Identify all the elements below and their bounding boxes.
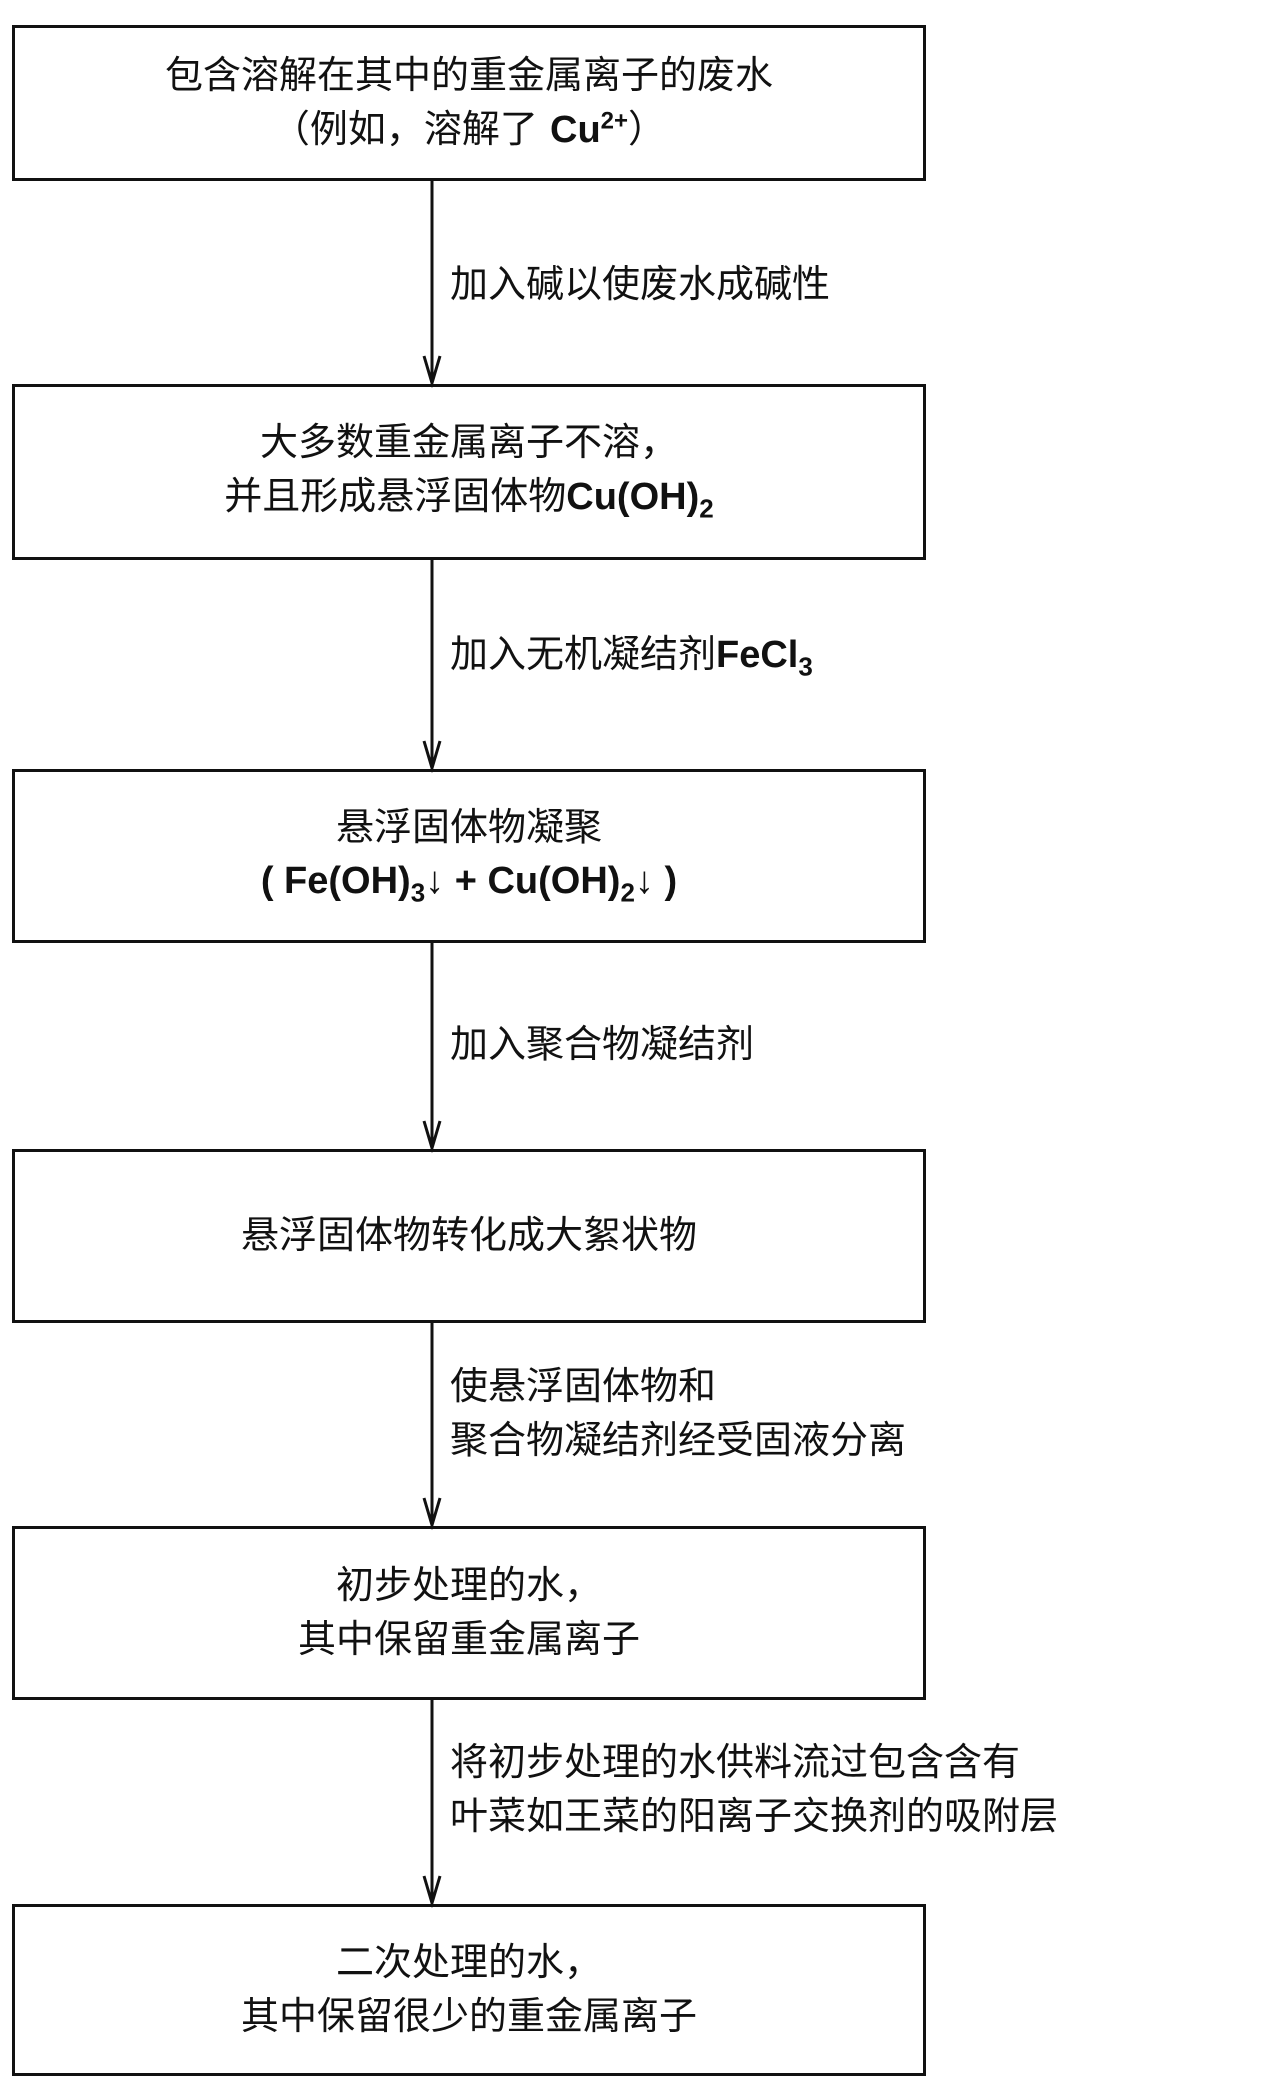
arrow-1-head <box>422 355 442 389</box>
box-4-line-1: 悬浮固体物转化成大絮状物 <box>240 1213 697 1258</box>
process-box-large-flocs: 悬浮固体物转化成大絮状物 <box>12 1149 926 1323</box>
box-6-line-2: 其中保留很少的重金属离子 <box>240 1994 697 2038</box>
box-2-line-1: 大多数重金属离子不溶， <box>259 420 678 465</box>
box-1-line-1: 包含溶解在其中的重金属离子的废水 <box>164 52 773 97</box>
step-2-formula-fecl3: FeCl3 <box>716 634 813 682</box>
step-label-add-alkali: 加入碱以使废水成碱性 <box>450 258 830 312</box>
box-3-line-1: 悬浮固体物凝聚 <box>335 804 602 849</box>
box-6-line-1: 二次处理的水， <box>335 1940 602 1985</box>
arrow-4-head <box>422 1497 442 1531</box>
step-5-line-1: 将初步处理的水供料流过包含含有 <box>450 1740 1021 1784</box>
step-label-adsorption-layer: 将初步处理的水供料流过包含含有 叶菜如王菜的阳离子交换剂的吸附层 <box>450 1736 1058 1844</box>
step-2-formula-text: FeCl <box>716 634 799 676</box>
box-3-formula-sub-a: 3 <box>410 877 426 908</box>
process-box-coagulation: 悬浮固体物凝聚 ( Fe(OH)3↓ + Cu(OH)2↓ ) <box>12 769 926 943</box>
step-2-line-1: 加入无机凝结剂FeCl3 <box>450 628 813 686</box>
box-1-line-2-suffix: ） <box>628 106 667 151</box>
box-1-formula-sup: 2+ <box>600 106 629 134</box>
box-2-formula-text: Cu(OH) <box>566 476 700 519</box>
process-box-primary-treated-water: 初步处理的水， 其中保留重金属离子 <box>12 1526 926 1700</box>
step-4-line-2: 聚合物凝结剂经受固液分离 <box>450 1417 907 1462</box>
box-2-formula-cuoh2: Cu(OH)2 <box>566 476 713 524</box>
box-3-line-2-formula: ( Fe(OH)3↓ + Cu(OH)2↓ ) <box>261 855 677 912</box>
step-4-line-1: 使悬浮固体物和 <box>450 1364 717 1408</box>
process-box-secondary-treated-water: 二次处理的水， 其中保留很少的重金属离子 <box>12 1904 926 2076</box>
box-2-line-2: 并且形成悬浮固体物Cu(OH)2 <box>224 470 713 528</box>
process-box-insoluble-ions: 大多数重金属离子不溶， 并且形成悬浮固体物Cu(OH)2 <box>12 384 926 560</box>
box-5-line-1: 初步处理的水， <box>335 1563 602 1608</box>
arrow-3-head <box>422 1120 442 1154</box>
step-label-add-inorganic-coagulant: 加入无机凝结剂FeCl3 <box>450 628 813 686</box>
step-3-line-1: 加入聚合物凝结剂 <box>450 1022 755 1066</box>
box-2-formula-sub: 2 <box>699 493 714 524</box>
step-2-prefix: 加入无机凝结剂 <box>450 632 717 676</box>
box-1-line-2-prefix: （例如，溶解了 <box>271 106 551 151</box>
step-label-add-polymer-coagulant: 加入聚合物凝结剂 <box>450 1018 754 1072</box>
box-1-formula-cu: Cu2+ <box>550 106 629 151</box>
step-5-line-2: 叶菜如王菜的阳离子交换剂的吸附层 <box>450 1793 1059 1838</box>
box-1-line-2: （例如，溶解了 Cu2+） <box>272 103 666 158</box>
box-5-line-2: 其中保留重金属离子 <box>297 1617 640 1661</box>
box-3-formula-part-c: ↓ ) <box>634 859 678 902</box>
step-label-solid-liquid-separation: 使悬浮固体物和 聚合物凝结剂经受固液分离 <box>450 1360 906 1468</box>
step-1-line-1: 加入碱以使废水成碱性 <box>450 262 831 306</box>
box-3-formula-sub-b: 2 <box>620 877 635 908</box>
box-2-line-2-prefix: 并且形成悬浮固体物 <box>224 474 567 519</box>
box-3-formula-part-b: ↓ + Cu(OH) <box>425 859 621 902</box>
box-1-formula-text: Cu <box>550 108 601 151</box>
step-2-formula-sub: 3 <box>798 651 813 682</box>
process-box-wastewater: 包含溶解在其中的重金属离子的废水 （例如，溶解了 Cu2+） <box>12 25 926 181</box>
arrow-5-head <box>422 1875 442 1909</box>
arrow-2-head <box>422 740 442 774</box>
box-3-formula-part-a: ( Fe(OH) <box>260 859 411 902</box>
